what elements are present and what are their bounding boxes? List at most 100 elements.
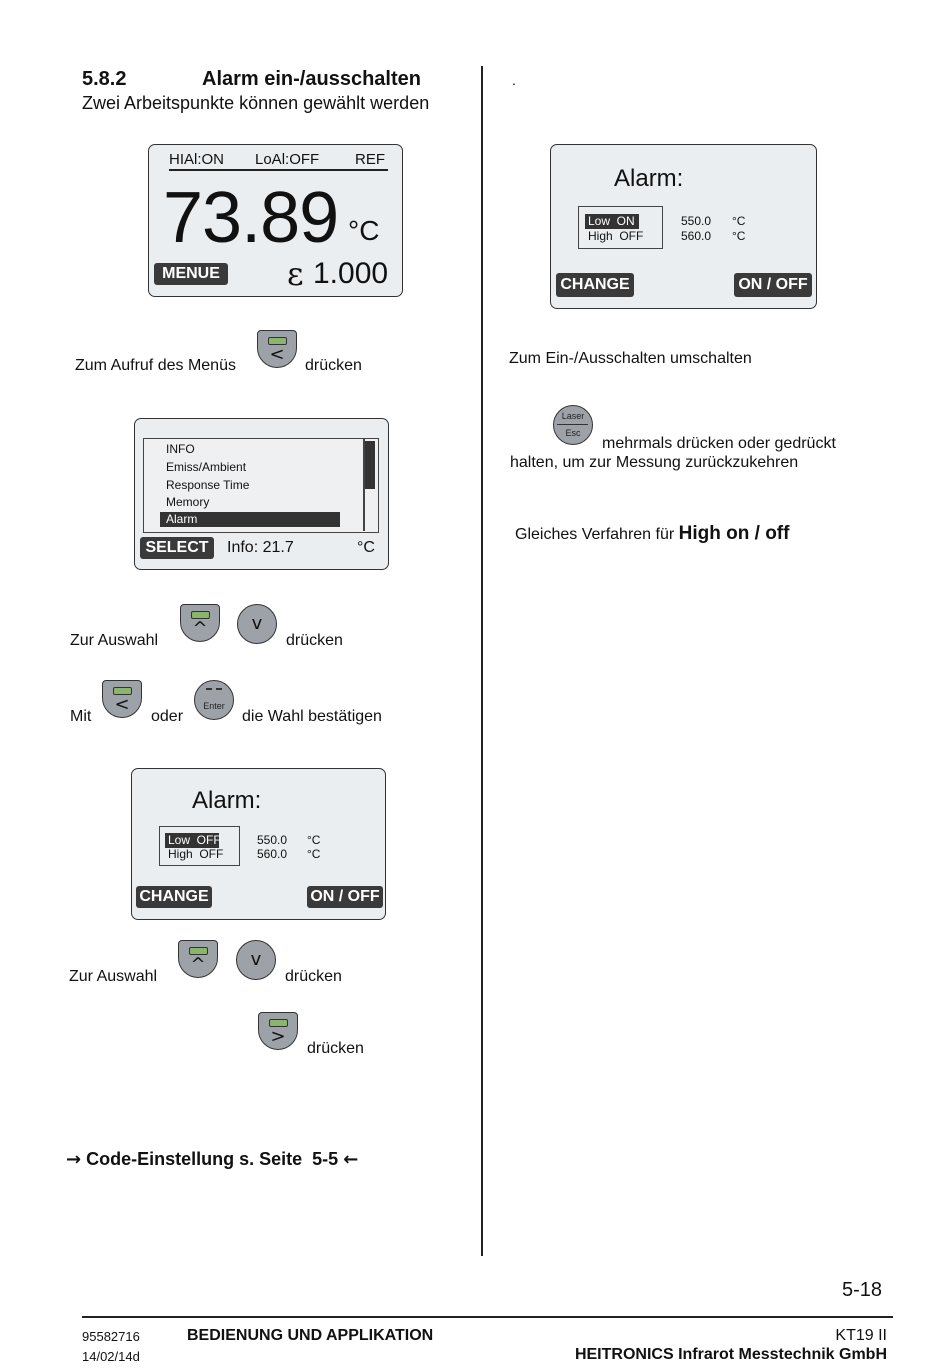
- chevron-up-icon: ^: [192, 618, 208, 639]
- key-led: [113, 687, 132, 695]
- section-subtitle: Zwei Arbeitspunkte können gewählt werden: [82, 93, 430, 113]
- enter-led-icon: [206, 688, 222, 692]
- step1-press: drücken: [305, 357, 362, 374]
- low-alarm-unit: °C: [732, 214, 746, 228]
- low-alarm-value: 550.0: [681, 214, 712, 228]
- chevron-right-icon: >: [270, 1026, 286, 1047]
- display-menu: INFO Emiss/Ambient Response Time Memory …: [134, 418, 389, 570]
- step4-text: Zur Auswahl: [69, 968, 158, 985]
- emissivity-value: 1.000: [313, 257, 389, 290]
- low-alarm-value: 550.0: [257, 833, 288, 847]
- step4-press: drücken: [285, 968, 342, 985]
- key-led: [268, 337, 287, 345]
- hi-alarm-status: HIAl:ON: [169, 151, 225, 168]
- key-led: [189, 947, 208, 955]
- right-arrow-key[interactable]: >: [258, 1012, 298, 1050]
- step1-text: Zum Aufruf des Menüs: [75, 357, 236, 374]
- on-off-button[interactable]: ON / OFF: [734, 273, 812, 297]
- lo-alarm-status: LoAl:OFF: [255, 151, 320, 168]
- high-alarm-label[interactable]: High OFF: [168, 847, 224, 861]
- display-alarm-right: Alarm: Low ON High OFF 550.0 560.0 °C °C…: [550, 144, 817, 309]
- enter-key-label: Enter: [203, 701, 225, 711]
- section-number: 5.8.2: [82, 68, 127, 90]
- high-alarm-unit: °C: [307, 847, 321, 861]
- change-button[interactable]: CHANGE: [556, 273, 634, 297]
- alarm-list-box: [578, 206, 663, 249]
- doc-title: BEDIENUNG UND APPLIKATION: [187, 1327, 434, 1344]
- toggle-instruction: Zum Ein-/Ausschalten umschalten: [509, 350, 752, 367]
- menue-button[interactable]: MENUE: [154, 263, 228, 285]
- low-alarm-selected[interactable]: [585, 214, 639, 229]
- key-led: [191, 611, 210, 619]
- step3-or: oder: [151, 708, 184, 725]
- alarm-list-box: [159, 826, 240, 866]
- high-alarm-value: 560.0: [681, 229, 712, 243]
- column-divider: [481, 66, 483, 1256]
- menu-item-alarm-selected[interactable]: [160, 512, 340, 527]
- on-off-button[interactable]: ON / OFF: [307, 886, 383, 908]
- enter-key[interactable]: Enter: [194, 680, 234, 720]
- footer-rule: [82, 1316, 893, 1318]
- step3-confirm: die Wahl bestätigen: [242, 708, 382, 725]
- display-alarm-left: Alarm: Low OFF High OFF 550.0 560.0 °C °…: [131, 768, 386, 920]
- esc-key-label: Esc: [565, 428, 581, 438]
- alarm-title: Alarm:: [192, 787, 262, 814]
- doc-code: 95582716: [82, 1329, 140, 1344]
- arrow-right-icon: →: [66, 1149, 82, 1170]
- stray-dot: .: [512, 72, 516, 88]
- menu-scroll-thumb[interactable]: [365, 441, 375, 489]
- menu-item-alarm[interactable]: Alarm: [166, 512, 198, 526]
- page-number: 5-18: [842, 1279, 883, 1301]
- section-title: Alarm ein-/ausschalten: [202, 68, 421, 90]
- menu-item-memory[interactable]: Memory: [166, 495, 210, 509]
- alarm-title: Alarm:: [614, 165, 684, 192]
- same-procedure-text: Gleiches Verfahren für: [515, 526, 675, 543]
- left-arrow-key[interactable]: <: [257, 330, 297, 368]
- change-button[interactable]: CHANGE: [136, 886, 212, 908]
- info-value: Info: 21.7: [227, 539, 294, 556]
- status-underline: [169, 169, 388, 171]
- arrow-left-icon: ←: [343, 1149, 359, 1170]
- esc-instruction-1: mehrmals drücken oder gedrückt: [602, 435, 836, 452]
- chevron-up-icon: ^: [190, 954, 206, 975]
- laser-key-label: Laser: [561, 411, 585, 421]
- menu-item-response[interactable]: Response Time: [166, 478, 250, 492]
- up-arrow-key[interactable]: ^: [180, 604, 220, 642]
- down-arrow-key-2[interactable]: v: [236, 940, 276, 980]
- low-alarm-label[interactable]: Low ON: [588, 214, 635, 228]
- laser-esc-key[interactable]: Laser Esc: [553, 405, 593, 445]
- laser-esc-divider: [557, 424, 588, 425]
- high-alarm-unit: °C: [732, 229, 746, 243]
- emissivity-symbol: ε: [287, 255, 304, 293]
- code-reference-text[interactable]: Code-Einstellung s. Seite 5-5: [86, 1149, 339, 1169]
- left-arrow-key-confirm[interactable]: <: [102, 680, 142, 718]
- high-alarm-value: 560.0: [257, 847, 288, 861]
- low-alarm-unit: °C: [307, 833, 321, 847]
- info-unit: °C: [357, 539, 375, 556]
- chevron-left-icon: <: [114, 694, 130, 715]
- ref-status: REF: [355, 151, 385, 168]
- same-procedure-bold: High on / off: [678, 523, 790, 544]
- chevron-down-icon: v: [250, 949, 262, 970]
- menu-item-emiss[interactable]: Emiss/Ambient: [166, 460, 247, 474]
- menu-item-info[interactable]: INFO: [166, 442, 195, 456]
- menu-scrollbar[interactable]: [363, 439, 365, 531]
- low-alarm-label[interactable]: Low OFF: [168, 833, 221, 847]
- company-name: HEITRONICS Infrarot Messtechnik GmbH: [574, 1346, 887, 1363]
- up-arrow-key-2[interactable]: ^: [178, 940, 218, 978]
- high-alarm-label[interactable]: High OFF: [588, 229, 644, 243]
- select-button[interactable]: SELECT: [140, 537, 214, 559]
- chevron-down-icon: v: [251, 613, 263, 634]
- chevron-left-icon: <: [269, 344, 285, 365]
- low-alarm-selected[interactable]: [165, 833, 219, 848]
- step3-with: Mit: [70, 708, 92, 725]
- doc-date: 14/02/14d: [82, 1349, 140, 1364]
- step2-text: Zur Auswahl: [70, 632, 159, 649]
- esc-instruction-2: halten, um zur Messung zurückzukehren: [510, 454, 799, 471]
- temperature-unit: °C: [348, 215, 380, 246]
- down-arrow-key[interactable]: v: [237, 604, 277, 644]
- step2-press: drücken: [286, 632, 343, 649]
- same-procedure: Gleiches Verfahren für High on / off: [515, 523, 789, 545]
- key-led: [269, 1019, 288, 1027]
- menu-list: INFO Emiss/Ambient Response Time Memory …: [143, 438, 379, 533]
